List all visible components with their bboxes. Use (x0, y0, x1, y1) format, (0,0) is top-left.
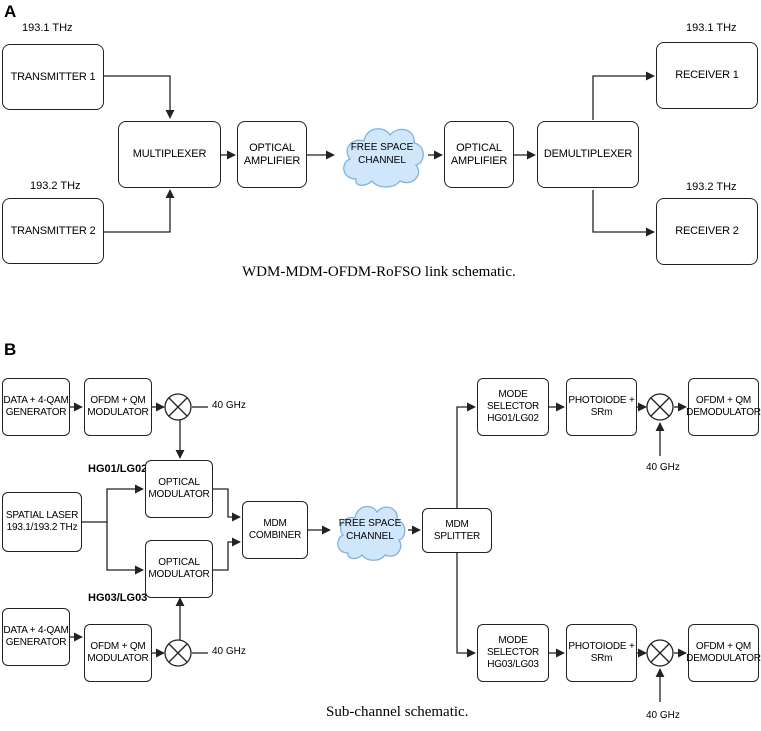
freq-rx1-label: 193.1 THz (686, 22, 737, 34)
panel-b-label: B (4, 340, 17, 359)
multiplexer-box: MULTIPLEXER (118, 121, 221, 188)
free-space-channel-cloud-b: FREE SPACE CHANNEL (332, 496, 408, 564)
cloud-icon (343, 128, 424, 188)
demultiplexer-box: DEMULTIPLEXER (537, 121, 639, 188)
free-space-channel-a-label: FREE SPACE CHANNEL (350, 142, 414, 166)
mixer-bottom-right (646, 639, 674, 667)
free-space-channel-cloud-a: FREE SPACE CHANNEL (336, 117, 428, 191)
mixer-top-left (164, 393, 192, 421)
data-generator-bottom-box: DATA + 4-QAM GENERATOR (2, 608, 70, 666)
panel-b-caption: Sub-channel schematic. (326, 704, 469, 720)
mode-selector-bottom-box: MODE SELECTOR HG03/LG03 (477, 624, 549, 682)
ofdm-demodulator-top-box: OFDM + QM DEMODULATOR (686, 378, 761, 436)
receiver-2-box: RECEIVER 2 (656, 198, 758, 265)
freq-tx1-label: 193.1 THz (22, 22, 73, 34)
ofdm-modulator-bottom-box: OFDM + QM MODULATOR (84, 624, 152, 682)
optical-amplifier-1-box: OPTICAL AMPLIFIER (237, 121, 307, 188)
mode-hg03-lg03-label: HG03/LG03 (88, 592, 148, 604)
optical-amplifier-2-box: OPTICAL AMPLIFIER (444, 121, 514, 188)
rf-40ghz-top-right-label: 40 GHz (646, 462, 680, 473)
receiver-1-box: RECEIVER 1 (656, 42, 758, 109)
mdm-splitter-box: MDM SPLITTER (422, 508, 492, 553)
rf-40ghz-top-left-label: 40 GHz (212, 400, 246, 411)
spatial-laser-box: SPATIAL LASER 193.1/193.2 THz (2, 492, 82, 552)
photodiode-bottom-box: PHOTOIODE + SRm (566, 624, 637, 682)
mixer-bottom-left (164, 639, 192, 667)
panel-a-caption: WDM-MDM-OFDM-RoFSO link schematic. (242, 264, 516, 280)
photodiode-top-box: PHOTOIODE + SRm (566, 378, 637, 436)
mode-hg01-lg02-label: HG01/LG02 (88, 463, 148, 475)
mode-selector-top-box: MODE SELECTOR HG01/LG02 (477, 378, 549, 436)
rf-40ghz-bottom-right-label: 40 GHz (646, 710, 680, 721)
ofdm-modulator-top-box: OFDM + QM MODULATOR (84, 378, 152, 436)
free-space-channel-b-label: FREE SPACE CHANNEL (338, 518, 402, 542)
transmitter-2-box: TRANSMITTER 2 (2, 198, 104, 264)
data-generator-top-box: DATA + 4-QAM GENERATOR (2, 378, 70, 436)
optical-modulator-bottom-box: OPTICAL MODULATOR (145, 540, 213, 598)
panel-a-label: A (4, 2, 17, 21)
rf-40ghz-bottom-left-label: 40 GHz (212, 646, 246, 657)
transmitter-1-box: TRANSMITTER 1 (2, 44, 104, 110)
freq-rx2-label: 193.2 THz (686, 181, 737, 193)
cloud-icon (337, 505, 406, 561)
optical-modulator-top-box: OPTICAL MODULATOR (145, 460, 213, 518)
mdm-combiner-box: MDM COMBINER (242, 501, 308, 559)
freq-tx2-label: 193.2 THz (30, 180, 81, 192)
mixer-top-right (646, 393, 674, 421)
ofdm-demodulator-bottom-box: OFDM + QM DEMODULATOR (686, 624, 761, 682)
